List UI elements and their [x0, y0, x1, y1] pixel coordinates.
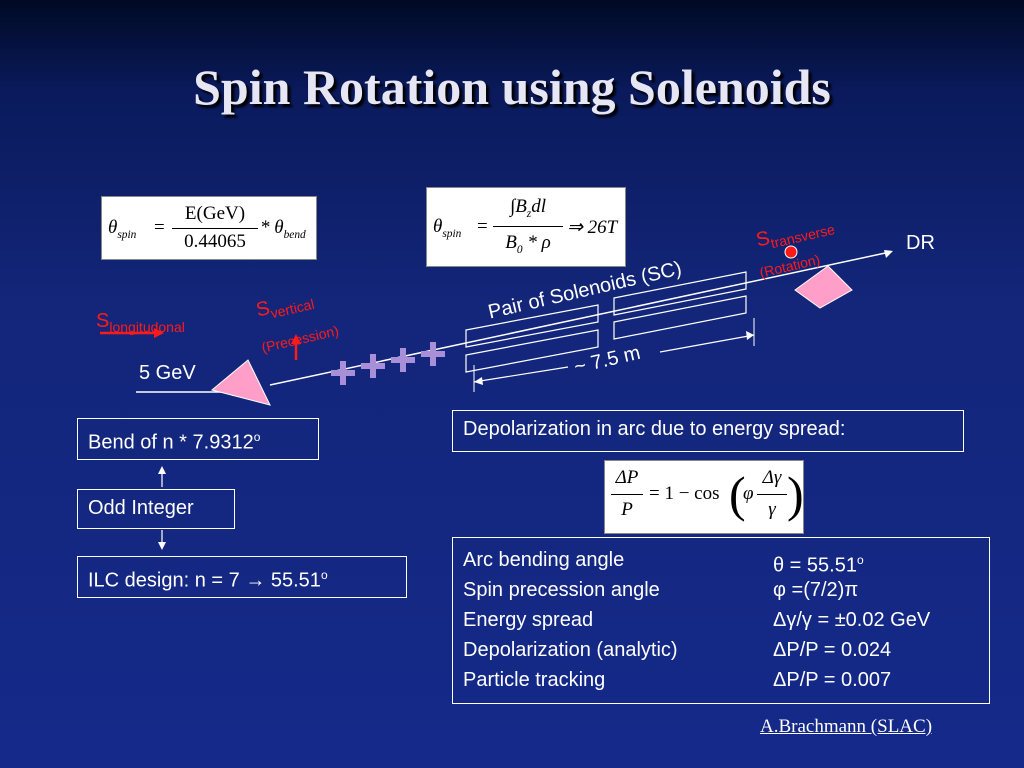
- formula1-multiplier: * θ: [260, 217, 284, 238]
- spin-subscript: spin: [442, 227, 462, 240]
- bend-box: Bend of n * 7.9312o: [77, 418, 319, 460]
- formula1-denominator: 0.44065: [184, 231, 246, 252]
- author-link[interactable]: A.Brachmann (SLAC): [760, 716, 933, 737]
- spin-angle-formula: θspin = E(GeV) 0.44065 * θbend: [101, 196, 317, 260]
- length-arrow-left: [473, 366, 569, 383]
- bend-subscript: bend: [283, 228, 306, 241]
- formula2-result: ⇒ 26T: [567, 217, 618, 238]
- solenoid-field-formula: θspin = ∫Bzdl B0 * ρ ⇒ 26T: [426, 187, 626, 267]
- bend-magnet-2: [794, 265, 853, 309]
- fraction-bar: [493, 226, 563, 227]
- arrow-head-icon: [884, 250, 893, 258]
- depolarization-formula: ΔP P = 1 − cos ( φ Δγ γ ): [604, 460, 804, 534]
- s-longitudinal-label: Slongitudonal: [96, 310, 185, 335]
- gamma-denominator: γ: [768, 499, 776, 520]
- fraction-bar: [611, 494, 643, 495]
- theta-symbol: θ: [108, 217, 118, 238]
- dr-label: DR: [906, 232, 935, 254]
- spin-transverse-dot: [784, 245, 798, 259]
- solenoid-pair: [465, 271, 747, 373]
- formula1-numerator: E(GeV): [184, 203, 246, 224]
- ilc-design-box: ILC design: n = 7 → 55.51o: [77, 556, 407, 598]
- formula2-denominator: B0 * ρ: [505, 232, 551, 256]
- spin-subscript: spin: [117, 228, 137, 241]
- odd-integer-box: Odd Integer: [77, 489, 235, 529]
- theta-symbol: θ: [433, 216, 443, 237]
- dgamma-numerator: Δγ: [762, 467, 782, 488]
- length-arrow-right: [659, 334, 755, 353]
- formula2-numerator: ∫Bzdl: [509, 196, 547, 220]
- cross-markers: [331, 342, 445, 385]
- phi-symbol: φ: [743, 483, 754, 504]
- energy-label: 5 GeV: [139, 362, 196, 384]
- p-denominator: P: [621, 499, 633, 520]
- dp-numerator: ΔP: [615, 467, 639, 488]
- depolarization-heading: Depolarization in arc due to energy spre…: [452, 410, 964, 452]
- slide-title: Spin Rotation using Solenoids: [193, 59, 831, 115]
- parameters-table: Arc bending angle θ = 55.51o Spin preces…: [452, 537, 990, 704]
- bend-magnet-1: [210, 359, 271, 406]
- fraction-bar: [757, 494, 787, 495]
- fraction-bar: [172, 228, 258, 229]
- cos-expression: = 1 − cos: [649, 483, 720, 504]
